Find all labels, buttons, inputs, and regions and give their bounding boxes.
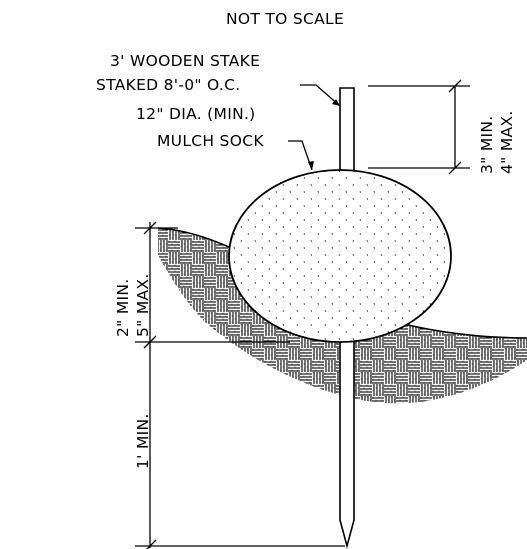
embed-dimension bbox=[135, 221, 290, 548]
stake-leader-arrow bbox=[332, 99, 340, 106]
sock-leader-arrow bbox=[308, 161, 314, 170]
top-dimension-max: 4" MAX. bbox=[498, 110, 516, 174]
drawing-title: NOT TO SCALE bbox=[226, 10, 344, 28]
mulch-sock bbox=[228, 169, 452, 343]
sock-leader-line bbox=[288, 140, 313, 171]
stake-leader-line bbox=[300, 84, 341, 107]
stake-callout-line2: STAKED 8'-0" O.C. bbox=[96, 76, 241, 94]
sock-callout-line2: MULCH SOCK bbox=[157, 132, 264, 150]
embed-dimension-max: 5" MAX. bbox=[134, 273, 152, 337]
top-dimension-min: 3" MIN. bbox=[478, 116, 496, 174]
stake-callout-line1: 3' WOODEN STAKE bbox=[110, 52, 260, 70]
embed-dimension-min: 2" MIN. bbox=[114, 279, 132, 337]
depth-dimension-label: 1' MIN. bbox=[134, 413, 152, 469]
depth-dimension bbox=[135, 539, 345, 549]
sock-callout-line1: 12" DIA. (MIN.) bbox=[136, 105, 256, 123]
top-dimension bbox=[368, 79, 470, 175]
